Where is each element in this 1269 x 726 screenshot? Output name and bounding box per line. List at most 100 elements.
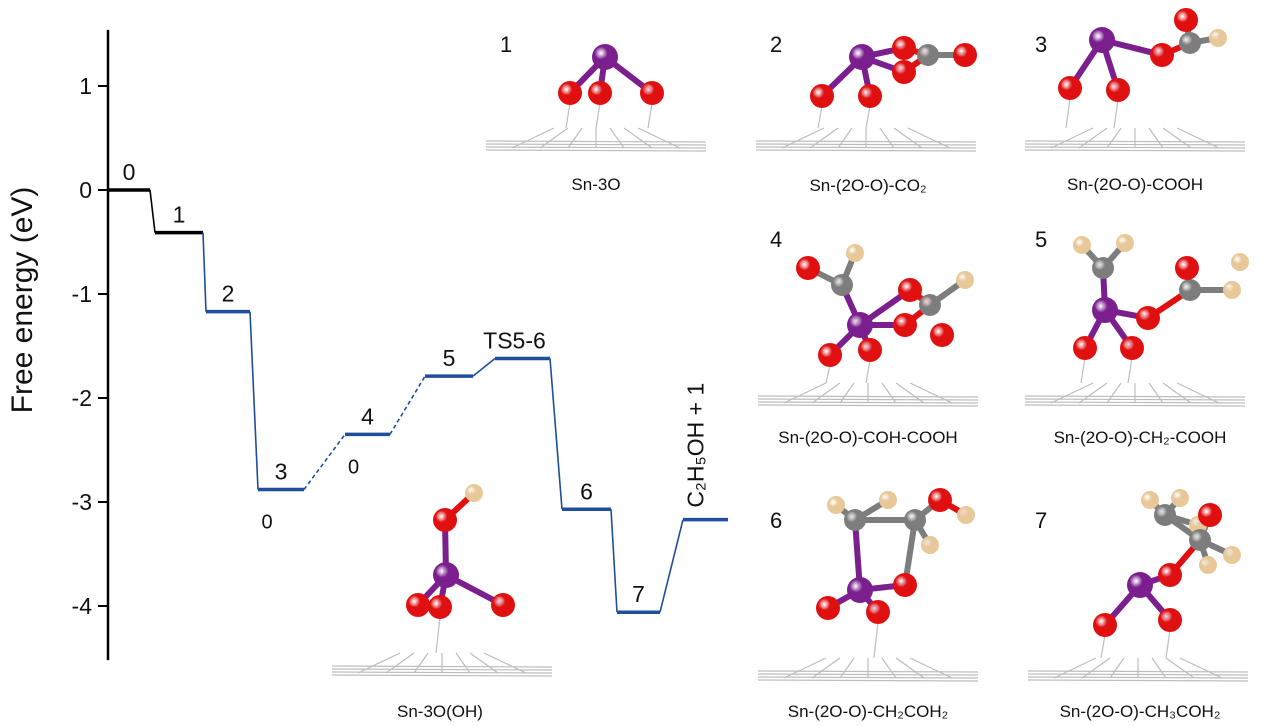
sn-atom (592, 44, 618, 70)
tether-line (435, 616, 441, 654)
h-atom (1231, 253, 1249, 271)
level-label: TS5-6 (483, 327, 546, 353)
structure-number: 6 (770, 508, 782, 533)
level-label: 4 (361, 403, 374, 429)
substrate-line (783, 657, 827, 679)
graphene-substrate (485, 102, 707, 152)
structure-name: Sn-(2O-O)-CH₃COH₂ (1060, 702, 1221, 721)
h-atom (1171, 489, 1189, 507)
substrate-line (1106, 127, 1122, 149)
structure-number: 4 (770, 227, 782, 252)
h-atom (921, 536, 939, 554)
substrate-line (469, 652, 499, 674)
h-atom (956, 271, 974, 289)
level-label: 3 (275, 459, 288, 485)
graphene-substrate (757, 359, 979, 407)
structure-inset-4: 4Sn-(2O-O)-COH-COOH (757, 227, 979, 447)
h-atom (827, 496, 845, 514)
structure-inset-7: 7Sn-(2O-O)-CH₃COH₂ (1027, 489, 1249, 721)
substrate-line (781, 127, 825, 149)
y-axis: 10-1-2-3-4 (72, 29, 110, 661)
substrate-line (757, 679, 979, 682)
o-atom (491, 593, 515, 617)
y-tick-label: 1 (79, 73, 92, 99)
substrate-line (1179, 657, 1223, 679)
y-axis-label: Free energy (eV) (6, 187, 39, 414)
o-atom (406, 593, 430, 617)
o-atom (1106, 78, 1130, 102)
substrate-line (811, 657, 841, 679)
substrate-line (1109, 657, 1125, 679)
substrate-line (909, 382, 953, 404)
structure-number: 7 (1035, 508, 1047, 533)
substrate-line (567, 127, 583, 149)
substrate-line (783, 382, 827, 404)
substrate-line (511, 127, 555, 149)
level-label: 6 (580, 478, 593, 504)
level-label: 7 (632, 581, 645, 607)
h-atom (1223, 281, 1241, 299)
o-atom (893, 573, 917, 597)
tether-line (1100, 634, 1106, 659)
o-atom (1120, 336, 1144, 360)
substrate-line (809, 127, 839, 149)
o-atom (810, 84, 834, 108)
connector-1-2 (202, 232, 207, 312)
h-atom (1199, 556, 1217, 574)
sn-atom (1089, 27, 1115, 53)
substrate-line (1148, 382, 1164, 404)
o-atom (1093, 613, 1117, 637)
substrate-line (895, 382, 925, 404)
sn-atom (847, 312, 873, 338)
substrate-line (1176, 382, 1220, 404)
o-atom (858, 338, 882, 362)
h-atom (1073, 236, 1091, 254)
structure-number: 3 (1035, 32, 1047, 57)
graphene-substrate (1024, 97, 1246, 152)
connector-3-4 (303, 433, 346, 490)
level-label: 0 (123, 159, 136, 185)
o-atom (953, 43, 977, 67)
level-note: 0 (261, 512, 272, 534)
substrate-line (1053, 657, 1097, 679)
substrate-line (1078, 127, 1108, 149)
c-atom (1189, 529, 1211, 551)
structure-inset-5: 5Sn-(2O-O)-CH₂-COOH (1024, 227, 1249, 447)
structure-name: Sn-(2O-O)-CH₂COH₂ (788, 702, 949, 721)
o-atom (1058, 76, 1082, 100)
tether-line (873, 621, 879, 659)
h-atom (1223, 546, 1241, 564)
connector-0-1 (149, 189, 156, 233)
structure-name: Sn-(2O-O)-COH-COOH (778, 428, 957, 447)
substrate-line (881, 382, 897, 404)
c-atom (844, 509, 866, 531)
structure-name: Sn-(2O-O)-CH₂-COOH (1054, 428, 1227, 447)
level-label: 2 (222, 281, 235, 307)
substrate-line (1027, 679, 1249, 682)
h-atom (465, 484, 483, 502)
o-atom (1136, 306, 1160, 330)
graphene-substrate (757, 621, 979, 682)
h-atom (1116, 234, 1134, 252)
substrate-line (483, 652, 527, 674)
substrate-line (357, 652, 401, 674)
connector-2-3 (249, 311, 259, 490)
o-atom (1174, 8, 1198, 32)
o-atom (588, 81, 612, 105)
structure-name: Sn-(2O-O)-CO₂ (809, 176, 926, 195)
structure-number: 5 (1035, 227, 1047, 252)
tether-line (565, 102, 571, 129)
substrate-line (1024, 404, 1246, 407)
o-atom (1198, 503, 1222, 527)
o-atom (893, 313, 917, 337)
c-atom (831, 274, 853, 296)
substrate-line (1106, 382, 1122, 404)
y-tick-label: 0 (79, 177, 92, 203)
h-atom (879, 491, 897, 509)
substrate-line (1162, 127, 1192, 149)
substrate-line (637, 127, 681, 149)
tether-line (1165, 629, 1171, 659)
substrate-line (755, 149, 977, 152)
level-note: 0 (348, 456, 359, 478)
